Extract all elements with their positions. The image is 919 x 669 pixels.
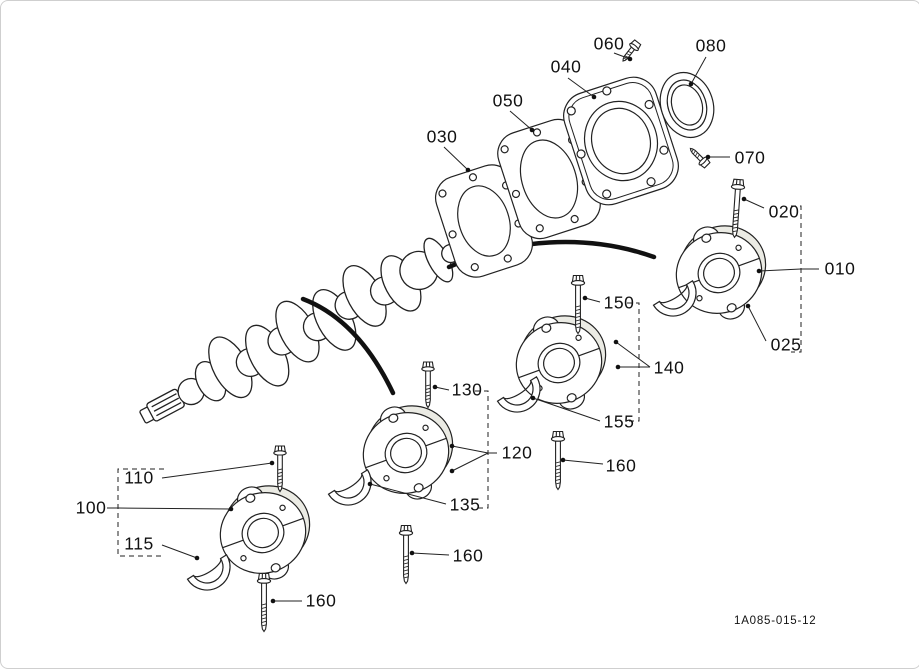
part-callout-020: 020 [768,201,800,222]
part-callout-115: 115 [124,533,154,554]
part-callout-135: 135 [449,494,481,515]
part-callout-030: 030 [426,126,458,147]
part-callout-080: 080 [695,35,727,56]
bearing-case-cover-040 [563,76,679,206]
part-callout-040: 040 [550,56,582,77]
leader-dots [194,56,762,604]
crankshaft [139,237,461,424]
part-callout-120: 120 [501,442,533,463]
part-callout-140: 140 [653,357,685,378]
part-callout-160-b: 160 [452,545,484,566]
oil-seal-080 [659,72,715,138]
part-callout-025: 025 [770,334,802,355]
part-callout-060: 060 [593,33,625,54]
part-callout-110: 110 [124,467,154,488]
part-callout-160-a: 160 [605,455,637,476]
part-callout-155: 155 [603,411,635,432]
part-callout-100: 100 [75,497,107,518]
part-callout-070: 070 [734,147,766,168]
part-callout-150: 150 [603,292,635,313]
group-brackets [117,205,802,557]
part-callout-130: 130 [451,379,483,400]
position-arc-lower [300,296,396,396]
part-callout-050: 050 [492,90,524,111]
leader-lines [107,52,819,602]
part-callout-010: 010 [824,258,856,279]
part-callout-160-c: 160 [305,590,337,611]
drawing-number: 1A085-015-12 [734,615,817,627]
